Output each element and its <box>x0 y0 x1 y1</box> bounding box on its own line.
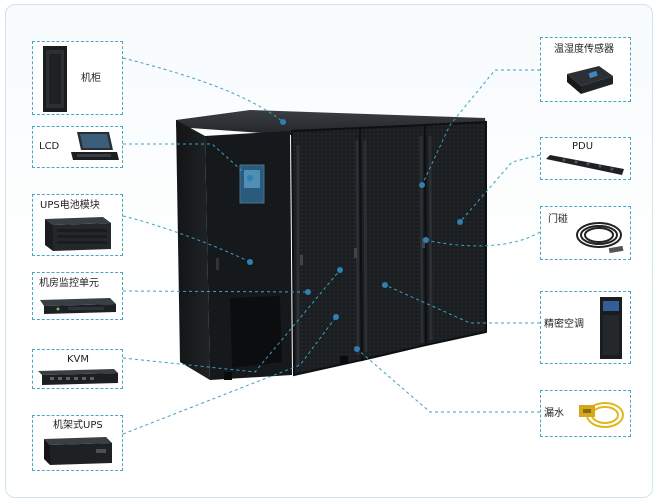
cabinet-left-side <box>176 120 210 380</box>
ups-battery-module-icon <box>45 217 111 251</box>
label-cabinet: 机柜 <box>81 73 101 84</box>
callout-kvm: KVM <box>32 349 123 389</box>
callout-sensor: 温湿度传感器 <box>540 37 631 102</box>
connector-sensor <box>421 69 540 186</box>
connector-lcd <box>123 143 251 179</box>
connector-kvm <box>122 269 341 373</box>
callout-pdu: PDU <box>540 137 631 180</box>
label-ac: 精密空调 <box>544 319 584 330</box>
connector-cabinet <box>122 57 284 123</box>
callout-leak: 漏水 <box>540 390 631 437</box>
monitoring-unit-icon <box>40 298 116 314</box>
label-lcd: LCD <box>39 141 60 152</box>
label-kvm: KVM <box>67 354 90 365</box>
temp-humidity-sensor-icon <box>567 66 613 94</box>
label-rack-ups: 机架式UPS <box>53 420 103 431</box>
lcd-kvm-drawer-icon <box>71 132 119 160</box>
callout-ac: 精密空调 <box>540 291 631 364</box>
label-leak: 漏水 <box>544 408 564 419</box>
rack-ups-icon <box>44 437 112 465</box>
label-ups-module: UPS电池模块 <box>40 200 100 211</box>
connector-monitor <box>122 290 309 293</box>
connector-leak <box>356 348 540 413</box>
connector-ac <box>384 284 540 324</box>
callout-ups-module: UPS电池模块 <box>32 194 123 256</box>
connector-rack-ups <box>122 316 337 435</box>
label-sensor: 温湿度传感器 <box>554 44 614 55</box>
kvm-switch-icon <box>38 369 118 385</box>
connector-door <box>425 231 541 247</box>
pdu-strip-icon <box>546 155 624 175</box>
cabinet-mesh-door-3 <box>423 120 487 347</box>
door-contact-icon <box>576 222 624 254</box>
precision-ac-icon <box>600 297 622 359</box>
label-pdu: PDU <box>572 141 594 152</box>
callout-door: 门碰 <box>540 206 631 260</box>
water-leak-sensor-icon <box>579 402 624 428</box>
callout-monitor: 机房监控单元 <box>32 272 123 320</box>
callout-cabinet: 机柜 <box>32 41 123 115</box>
label-door: 门碰 <box>548 214 568 225</box>
label-monitor: 机房监控单元 <box>39 278 99 289</box>
connector-pdu <box>459 154 541 223</box>
connector-ups-module <box>122 215 251 263</box>
callout-lcd: LCD <box>32 126 123 168</box>
callout-rack-ups: 机架式UPS <box>32 415 123 471</box>
server-cabinet-icon <box>43 46 67 112</box>
